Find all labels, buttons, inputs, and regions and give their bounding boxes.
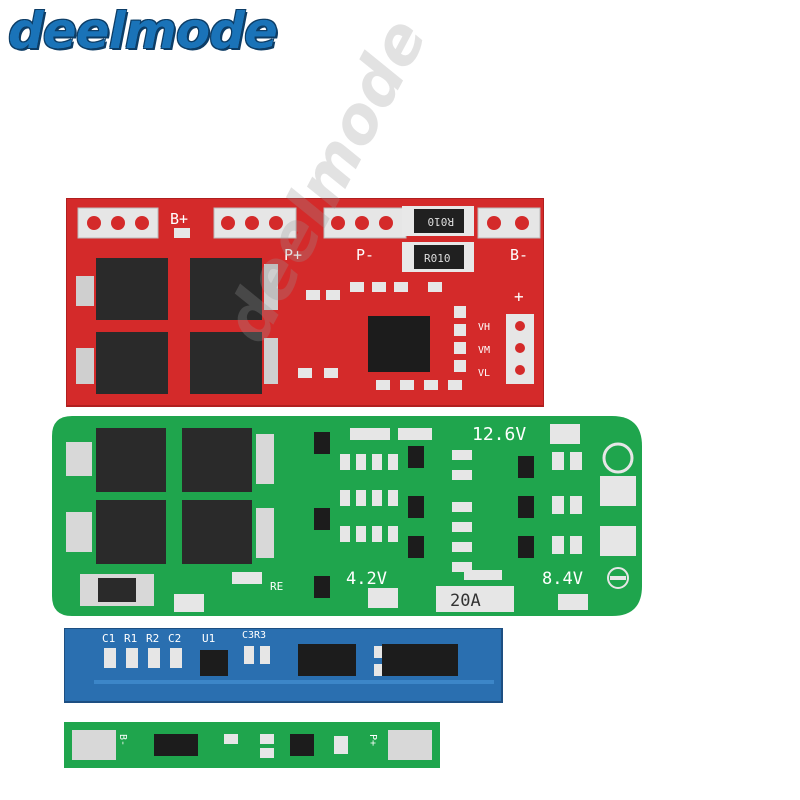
brand-logo: deelmode bbox=[8, 2, 278, 60]
label-vh: VH bbox=[478, 322, 490, 333]
voltage-top-label: 12.6V bbox=[472, 424, 526, 445]
label-vm: VM bbox=[478, 345, 490, 356]
voltage-left-label: 4.2V bbox=[346, 569, 387, 589]
green-bms-board-small: B- P+ bbox=[64, 722, 440, 768]
re-label: RE bbox=[270, 580, 283, 593]
green-bms-board-large: 12.6V 4.2V 8.4V 20A RE bbox=[52, 416, 642, 616]
current-rating-label: 20A bbox=[450, 591, 481, 611]
label-r1: R1 bbox=[124, 632, 137, 645]
label-p-minus: P- bbox=[356, 246, 374, 264]
label-c3r3: C3R3 bbox=[242, 630, 266, 641]
label-c2: C2 bbox=[168, 632, 181, 645]
label-b-minus-small: B- bbox=[117, 734, 128, 746]
label-u1: U1 bbox=[202, 632, 215, 645]
resistor-top-label: R010 bbox=[428, 215, 455, 228]
plus-sign: + bbox=[514, 287, 524, 306]
label-b-plus: B+ bbox=[170, 210, 188, 228]
resistor-bottom-label: R010 bbox=[424, 252, 451, 265]
label-p-plus: P+ bbox=[284, 246, 302, 264]
label-c1: C1 bbox=[102, 632, 115, 645]
blue-bms-board: C1 R1 R2 C2 U1 C3R3 bbox=[64, 628, 503, 703]
red-bms-board: B+ P+ P- B- R010 R010 + VH VM VL bbox=[66, 198, 544, 407]
label-vl: VL bbox=[478, 368, 490, 379]
label-r2: R2 bbox=[146, 632, 159, 645]
label-b-minus: B- bbox=[510, 246, 528, 264]
label-p-plus-small: P+ bbox=[367, 734, 378, 746]
voltage-right-label: 8.4V bbox=[542, 569, 583, 589]
